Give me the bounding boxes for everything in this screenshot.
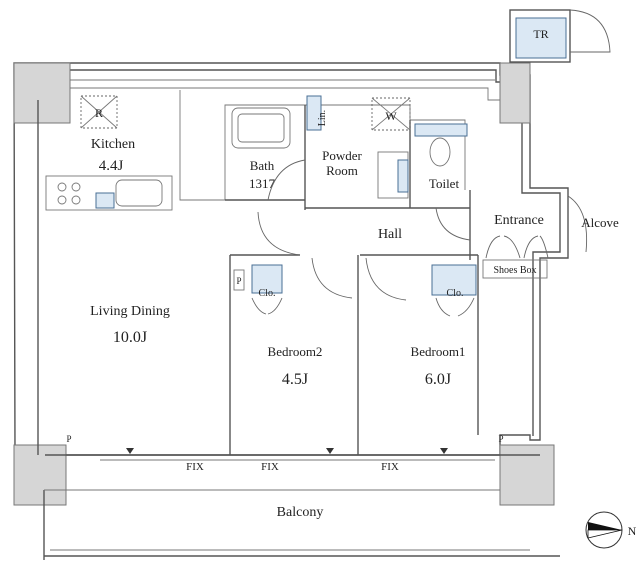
closet-label-bedroom1: Clo. xyxy=(447,288,464,299)
tr-label: TR xyxy=(533,27,548,41)
powder-room-label-line1: Powder xyxy=(322,148,362,163)
toilet-icon xyxy=(429,137,451,167)
bath-label: Bath xyxy=(250,158,275,173)
bedroom1-size: 6.0J xyxy=(425,371,451,388)
toilet-room: Toilet xyxy=(414,123,471,241)
closet-label-bedroom2: Clo. xyxy=(259,288,276,299)
balcony: Balcony xyxy=(43,489,560,560)
entrance: Entrance Shoes Box Alcove xyxy=(482,195,619,279)
fix-window-1-label: FIX xyxy=(186,461,204,473)
bathtub-icon xyxy=(231,107,291,149)
column-top-left xyxy=(13,62,71,124)
powder-room: Lin. W Powder Room xyxy=(306,95,411,199)
fix-window-3-label: FIX xyxy=(381,461,399,473)
bath: Bath 1317 xyxy=(231,107,306,201)
hall-label: Hall xyxy=(378,227,402,242)
living-dining-label: Living Dining xyxy=(90,304,170,319)
stove-icon xyxy=(57,182,81,205)
bath-size: 1317 xyxy=(249,176,276,191)
powder-room-label-line2: Room xyxy=(326,163,358,178)
bedroom1: Clo. Bedroom1 6.0J xyxy=(365,257,477,388)
column-top-right xyxy=(499,62,531,124)
kitchen-size: 4.4J xyxy=(99,158,124,174)
column-bottom-left xyxy=(13,444,67,506)
tr-box: TR xyxy=(509,9,611,63)
shoes-box-label: Shoes Box xyxy=(493,265,536,276)
hall-door-arc xyxy=(257,211,301,256)
washer-label: W xyxy=(385,109,397,123)
living-dining-size: 10.0J xyxy=(113,329,147,346)
alcove-label: Alcove xyxy=(581,215,619,230)
pipe-space-label: P xyxy=(236,276,241,286)
kitchen-label: Kitchen xyxy=(91,137,135,152)
outer-walls xyxy=(13,62,569,456)
kitchen: R Kitchen 4.4J xyxy=(45,95,173,211)
compass-icon: N xyxy=(585,511,637,549)
bedroom2-size: 4.5J xyxy=(282,371,308,388)
toilet-label: Toilet xyxy=(429,176,460,191)
linen-label: Lin. xyxy=(317,110,328,126)
compass-north-label: N xyxy=(628,524,637,538)
windows: FIX FIX FIX P P xyxy=(45,434,540,473)
pipe-left-label: P xyxy=(66,434,71,444)
pipe-right-label: P xyxy=(498,434,503,444)
bedroom1-label: Bedroom1 xyxy=(411,344,466,359)
sink-icon xyxy=(115,179,163,207)
living-dining: Living Dining 10.0J xyxy=(90,304,170,346)
balcony-label: Balcony xyxy=(277,505,324,520)
interior-walls xyxy=(37,100,479,455)
entrance-label: Entrance xyxy=(494,213,544,228)
refrigerator-label: R xyxy=(95,106,103,120)
fix-window-2-label: FIX xyxy=(261,461,279,473)
column-bottom-right xyxy=(499,444,555,506)
bedroom2-label: Bedroom2 xyxy=(268,344,323,359)
bedroom2: P Clo. Bedroom2 4.5J xyxy=(233,257,353,388)
